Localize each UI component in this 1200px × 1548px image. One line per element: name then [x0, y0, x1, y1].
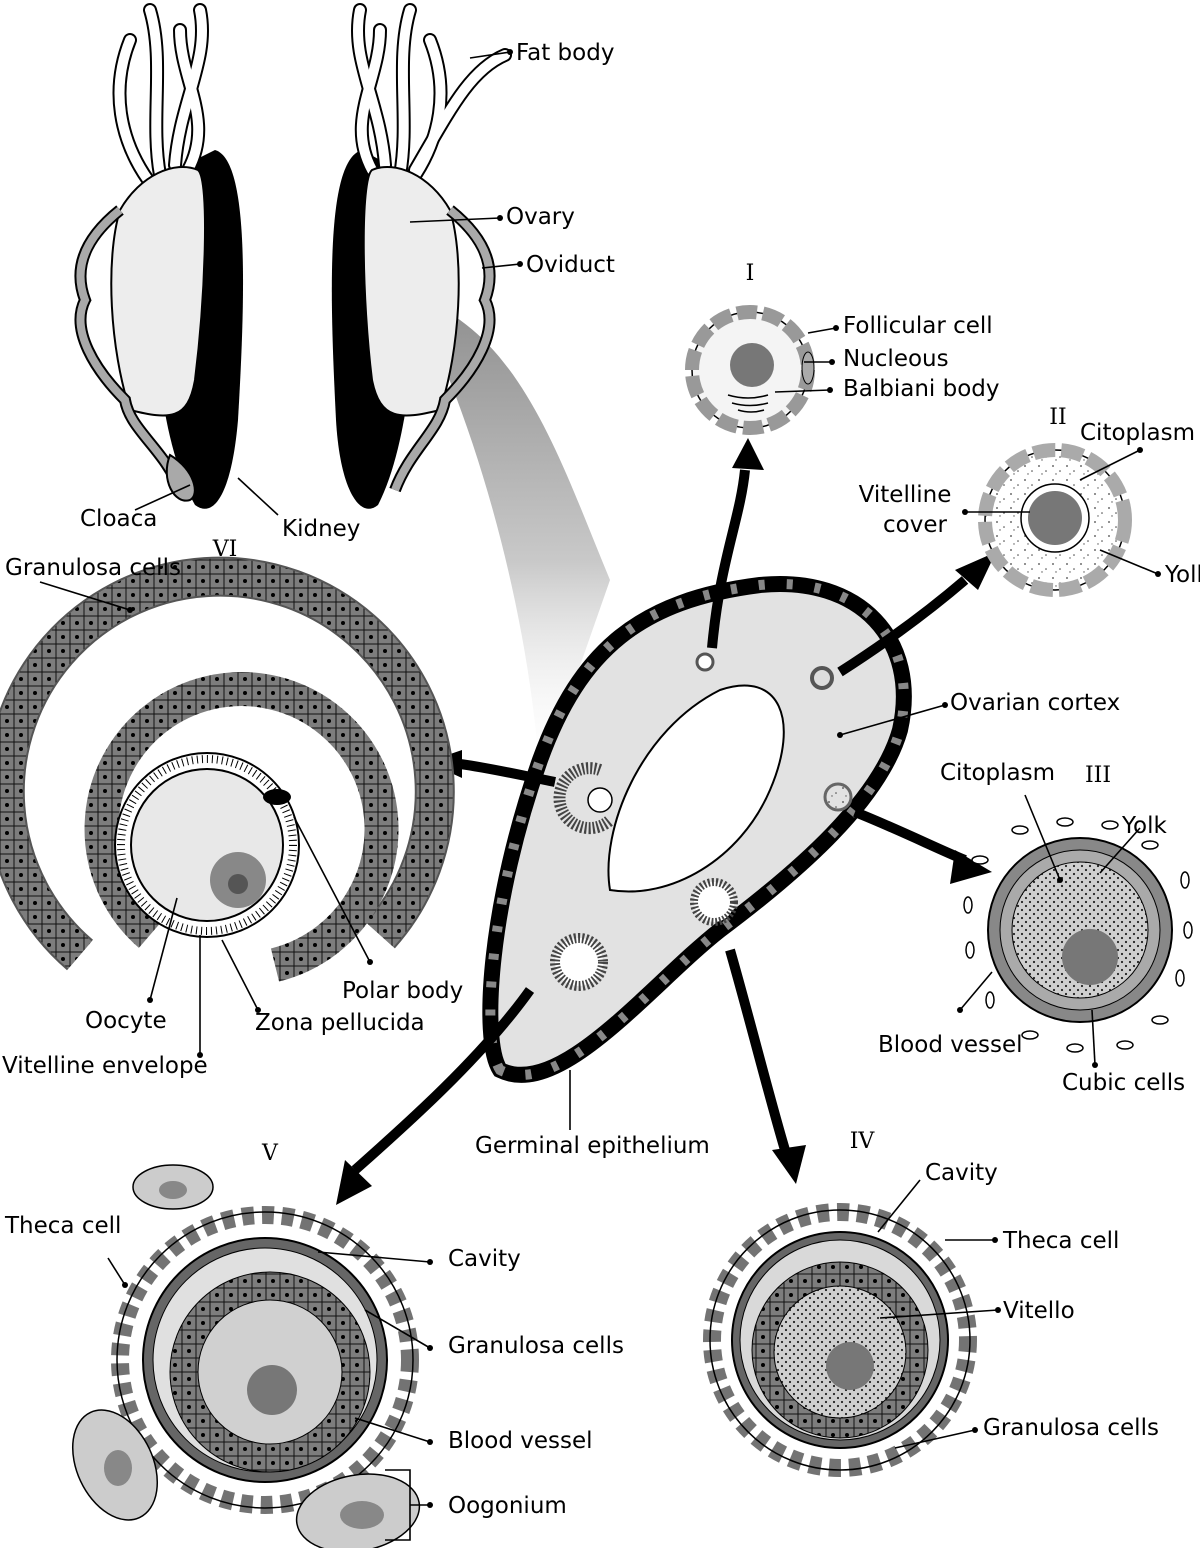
label-granulosa-cells-V: Granulosa cells — [448, 1333, 624, 1359]
label-vitelline-cover-line1: Vitelline — [859, 482, 952, 508]
mini-follicle-6 — [553, 762, 615, 835]
stage-label-V: V — [261, 1141, 279, 1166]
ovarian-cortex-section — [482, 576, 912, 1083]
arrow-to-stage-I — [707, 469, 750, 649]
stage-label-I: I — [746, 261, 755, 286]
mini-follicle-3 — [823, 782, 853, 812]
stage-IV-nucleus — [826, 1342, 874, 1390]
label-theca-cell-IV: Theca cell — [1002, 1228, 1119, 1254]
left-kidney — [160, 150, 244, 509]
leader-dots — [122, 49, 1161, 1508]
label-yolk-II: Yolk — [1164, 562, 1200, 588]
stage-III-nucleus — [1062, 929, 1118, 985]
follicle-stage-III — [963, 817, 1193, 1053]
follicle-stage-VI — [0, 556, 455, 982]
label-zona-pellucida: Zona pellucida — [255, 1010, 425, 1036]
follicle-stage-I — [685, 305, 815, 435]
label-fat-body: Fat body — [516, 40, 614, 66]
label-blood-vessel-V: Blood vessel — [448, 1428, 593, 1454]
label-granulosa-cells-VI: Granulosa cells — [5, 555, 181, 581]
label-blood-vessel-III: Blood vessel — [878, 1032, 1023, 1058]
arrow-to-stage-IV — [725, 948, 790, 1152]
stage-I-nucleus — [730, 343, 774, 387]
label-oviduct: Oviduct — [526, 252, 615, 278]
label-cavity-IV: Cavity — [925, 1160, 998, 1186]
magnification-cone — [412, 296, 610, 780]
mini-follicle-1 — [695, 652, 715, 672]
stage-label-III: III — [1085, 763, 1111, 788]
right-ovary — [362, 165, 460, 417]
left-cloaca — [165, 453, 196, 502]
oocyte-body — [130, 768, 284, 922]
follicle-stage-IV — [703, 1203, 977, 1477]
oogonium-cells — [71, 1164, 421, 1548]
arrow-to-stage-V — [351, 987, 535, 1174]
stage-III-blood-vessels — [963, 817, 1193, 1053]
label-follicular-cell: Follicular cell — [843, 313, 993, 339]
label-germinal-epithelium: Germinal epithelium — [475, 1133, 710, 1159]
stage-label-IV: IV — [850, 1129, 876, 1154]
stage-V-nucleus — [247, 1365, 297, 1415]
label-vitelline-cover-line2: cover — [883, 512, 947, 538]
label-oocyte: Oocyte — [85, 1008, 167, 1034]
label-balbiani-body: Balbiani body — [843, 376, 1000, 402]
label-ovarian-cortex: Ovarian cortex — [950, 690, 1120, 716]
mini-follicle-4 — [690, 878, 738, 926]
label-theca-cell-V: Theca cell — [4, 1213, 121, 1239]
label-cavity-V: Cavity — [448, 1246, 521, 1272]
stage-arrows — [336, 438, 996, 1205]
label-kidney: Kidney — [282, 516, 360, 542]
stage-label-II: II — [1049, 405, 1066, 430]
arrow-to-stage-III — [853, 807, 967, 865]
label-vitelline-envelope: Vitelline envelope — [2, 1053, 208, 1079]
balbiani-body — [727, 394, 769, 413]
label-oogonium: Oogonium — [448, 1493, 567, 1519]
label-vitello: Vitello — [1003, 1298, 1075, 1324]
label-polar-body: Polar body — [342, 978, 463, 1004]
left-reproductive-organ — [74, 3, 244, 509]
label-nucleous: Nucleous — [843, 346, 949, 372]
label-cubic-cells: Cubic cells — [1062, 1070, 1185, 1096]
stage-II-nucleus — [1028, 491, 1082, 545]
follicle-stage-II — [978, 443, 1132, 597]
label-citoplasm-II: Citoplasm — [1080, 420, 1195, 446]
label-yolk-III: Yolk — [1121, 813, 1167, 839]
ovary-lumen — [607, 684, 785, 893]
mini-follicle-2 — [810, 666, 834, 690]
label-ovary: Ovary — [506, 204, 575, 230]
polar-body-mark — [263, 789, 291, 805]
arrow-to-stage-VI — [459, 759, 556, 787]
label-citoplasm-III: Citoplasm — [940, 760, 1055, 786]
follicle-stage-V — [111, 1206, 419, 1514]
mini-follicle-5 — [550, 933, 608, 991]
leader-lines — [39, 51, 1159, 1541]
germinal-epithelium-layer — [485, 579, 909, 1080]
label-cloaca: Cloaca — [80, 506, 157, 532]
right-reproductive-organ — [331, 3, 512, 509]
arrow-to-stage-II — [837, 576, 969, 677]
left-ovary — [110, 165, 207, 417]
stage-label-VI: VI — [212, 537, 238, 562]
label-granulosa-cells-IV: Granulosa cells — [983, 1415, 1159, 1441]
zona-pellucida-ring — [117, 755, 297, 935]
